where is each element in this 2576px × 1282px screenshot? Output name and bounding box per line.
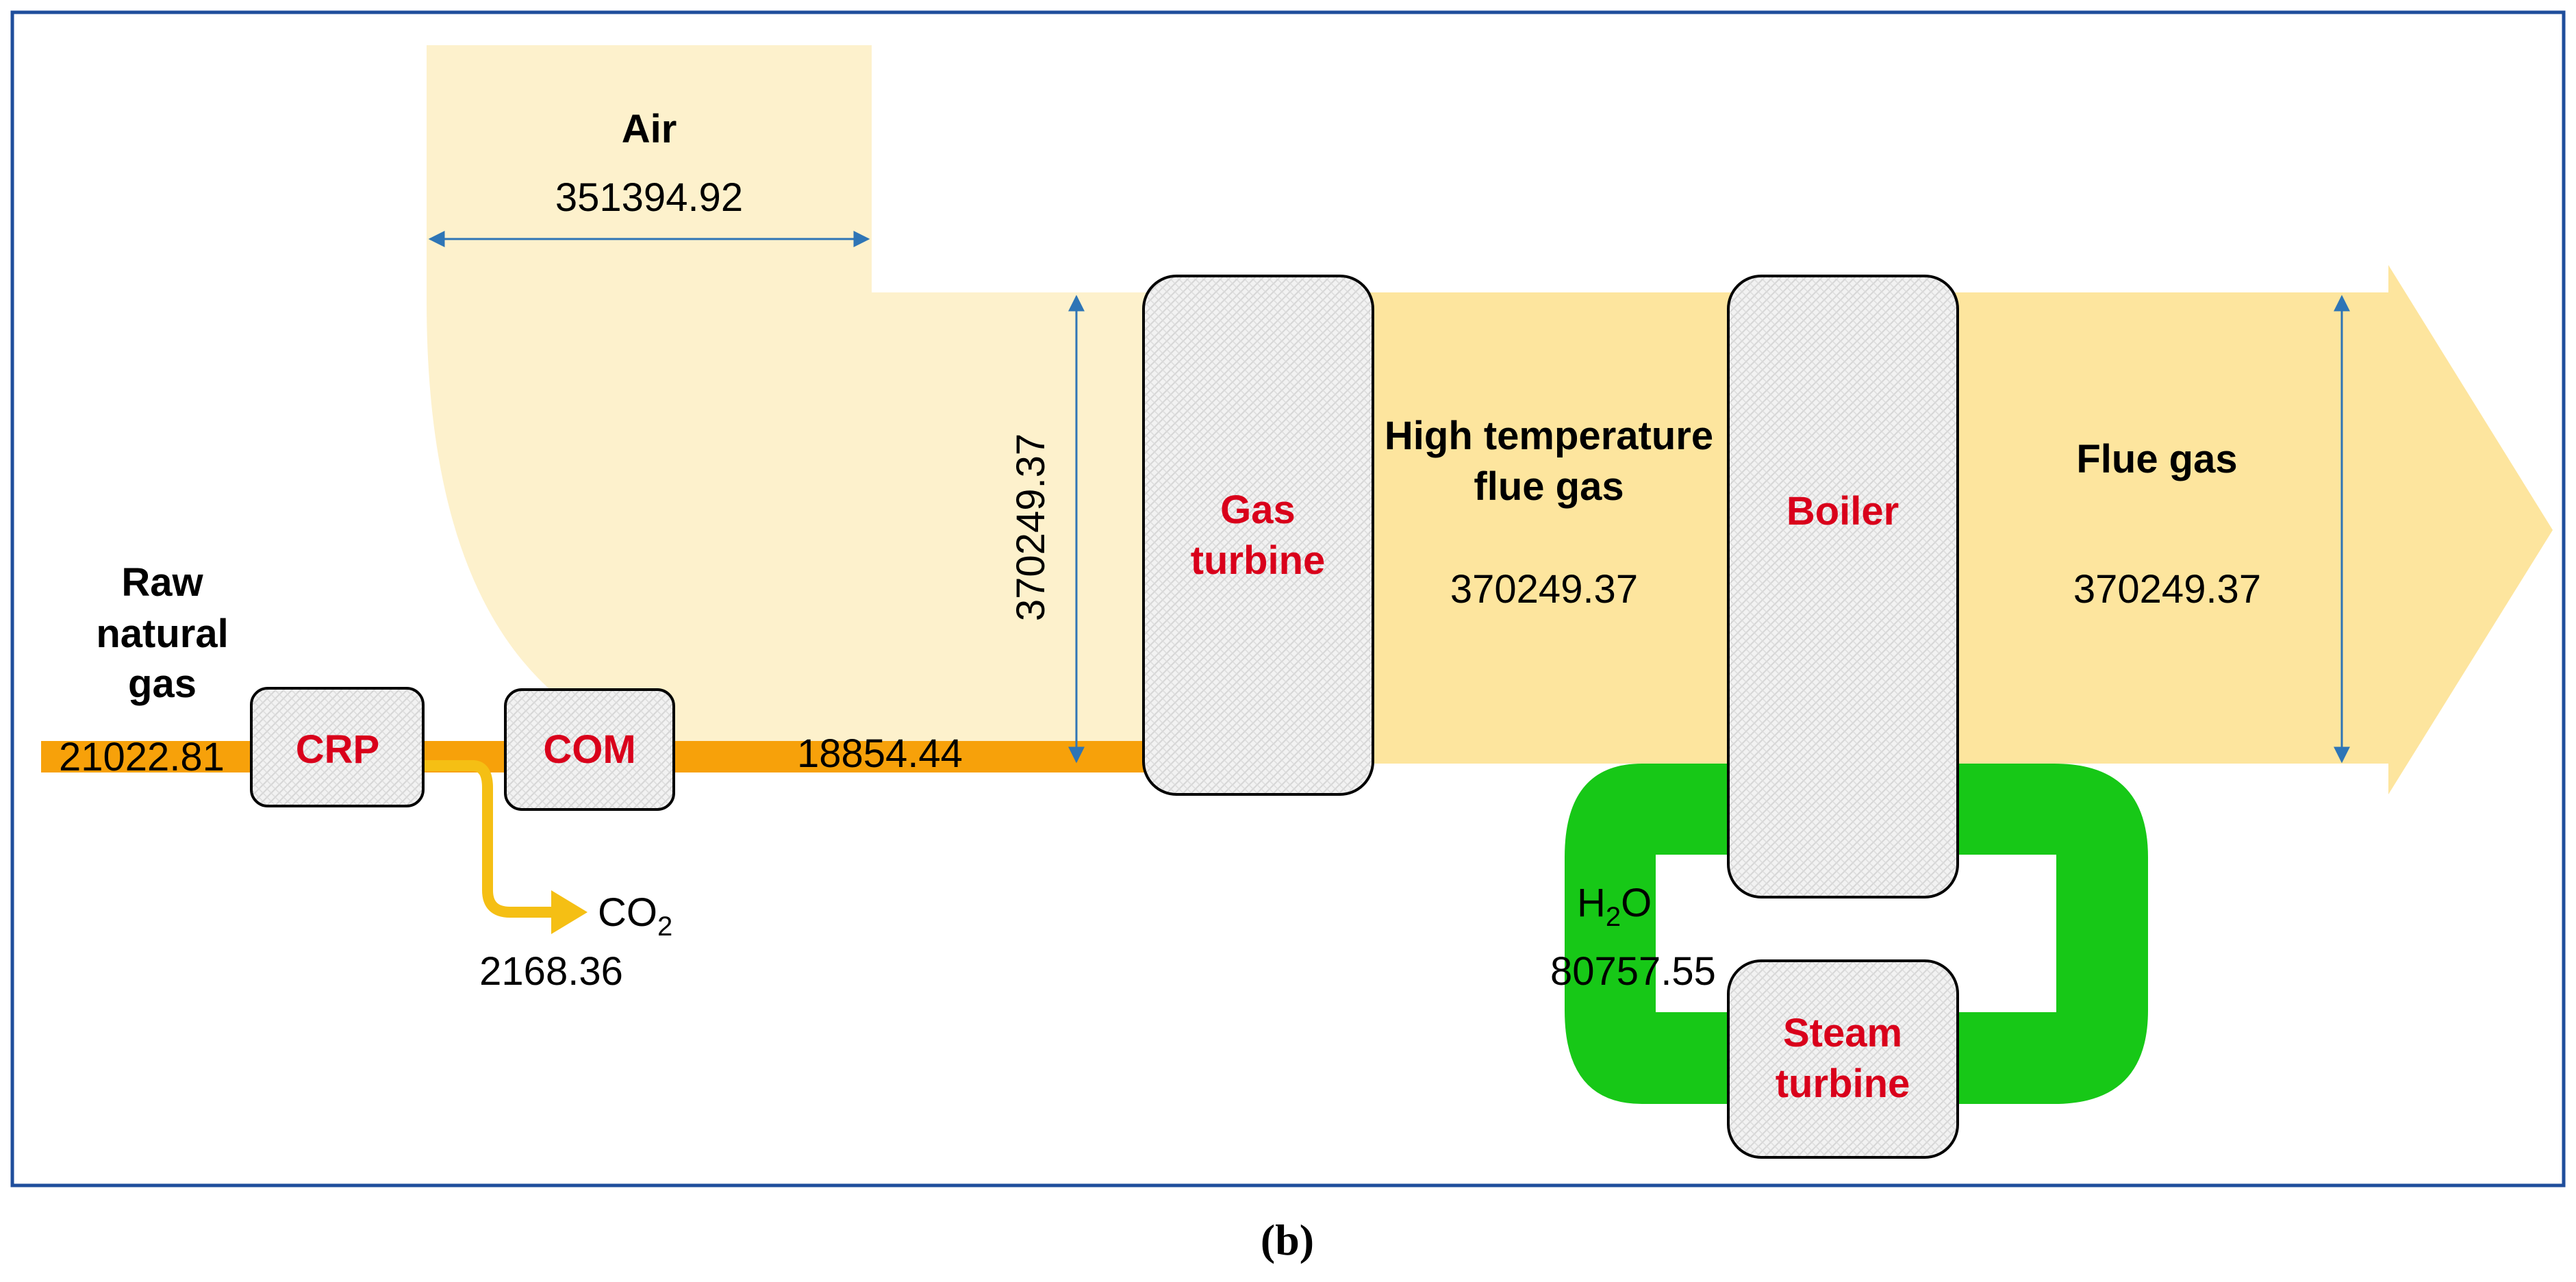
flue-gas-name: Flue gas	[2076, 437, 2237, 481]
raw-gas-value: 21022.81	[59, 735, 225, 779]
steam-turbine-unit	[1727, 959, 1959, 1159]
air-name: Air	[622, 107, 677, 151]
gas-turbine-unit	[1142, 275, 1374, 796]
crp-unit	[250, 687, 425, 807]
ht-flue-gas-name-line2: flue gas	[1474, 464, 1624, 509]
steam-turbine-label-line2: turbine	[1776, 1061, 1910, 1106]
water-name: H2O	[1577, 881, 1652, 932]
com-label: COM	[543, 727, 635, 772]
gas-turbine-label-line1: Gas	[1220, 488, 1296, 532]
co2-name: CO2	[598, 890, 672, 942]
raw-gas-name-line2: natural	[96, 612, 228, 656]
water-loop	[1565, 764, 2148, 1104]
gas-turbine-label-line2: turbine	[1191, 538, 1326, 583]
air-band	[427, 45, 1363, 764]
air-value: 351394.92	[555, 175, 743, 220]
flue-gas-value: 370249.37	[2073, 567, 2261, 612]
water-value: 80757.55	[1550, 949, 1716, 994]
crp-label: CRP	[296, 727, 379, 772]
co2-stream	[425, 760, 555, 918]
ht-flue-gas-value: 370249.37	[1450, 567, 1638, 612]
raw-gas-name-line1: Raw	[121, 560, 203, 605]
raw-gas-name-line3: gas	[128, 662, 197, 706]
com-unit	[504, 688, 675, 811]
co2-value: 2168.36	[479, 949, 623, 994]
fuel-to-gt-value: 18854.44	[797, 731, 963, 776]
steam-turbine-label-line1: Steam	[1783, 1011, 1902, 1055]
co2-arrowhead	[551, 890, 588, 934]
figure-caption: (b)	[1261, 1216, 1314, 1264]
boiler-label: Boiler	[1786, 489, 1899, 533]
boiler-unit	[1727, 275, 1959, 898]
ht-flue-gas-name-line1: High temperature	[1385, 414, 1713, 458]
main-flow-value: 370249.37	[1009, 433, 1053, 621]
